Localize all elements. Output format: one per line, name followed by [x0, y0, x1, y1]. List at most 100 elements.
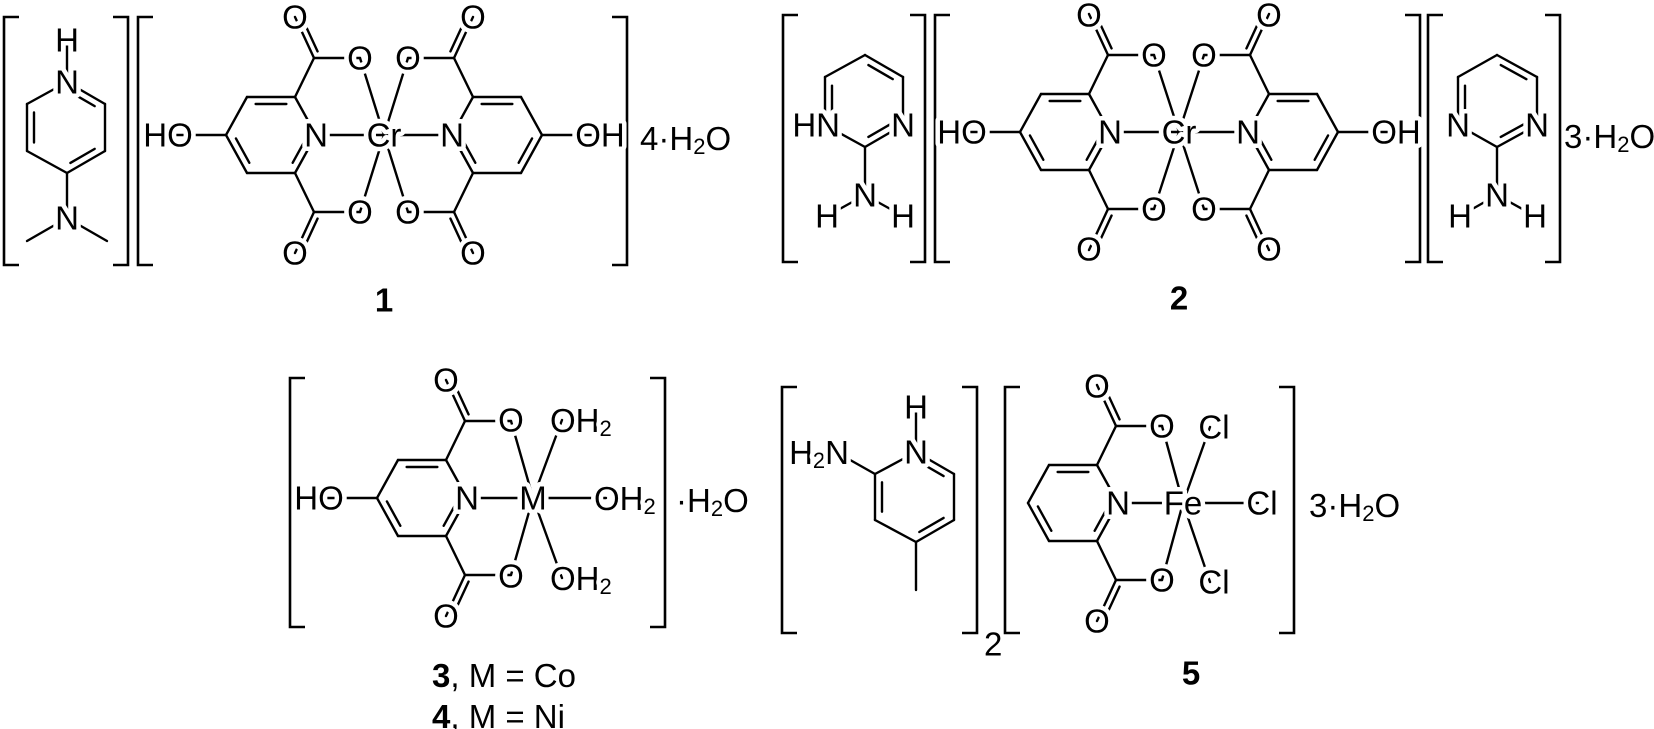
- ring-bond: [224, 133, 249, 175]
- ring-bond: [25, 80, 69, 106]
- solvate-water: 3·H2O: [1564, 118, 1654, 157]
- ring-bond: [375, 496, 400, 538]
- ring-bond: [914, 518, 956, 544]
- ring-bond: [444, 458, 469, 500]
- atom-nh2: H2N: [789, 434, 849, 473]
- carbonyl-bond: [1248, 12, 1271, 57]
- atom-n-amine: N: [1485, 177, 1509, 214]
- bond: [834, 450, 877, 476]
- atom-o-carbonyl: O: [1256, 0, 1282, 34]
- atom-ho: HO: [294, 480, 344, 517]
- ring-double-bond: [918, 516, 945, 534]
- ring-bond: [519, 133, 544, 175]
- carbonyl-double-bond: [1245, 10, 1265, 50]
- bond: [452, 56, 475, 99]
- ring-double-bond: [867, 63, 894, 81]
- ring-double-bond: [1085, 134, 1102, 161]
- ring-bond: [1026, 501, 1051, 543]
- atom-oh2: OH2: [594, 480, 656, 519]
- carbonyl-double-bond: [1101, 585, 1121, 625]
- bond: [452, 171, 475, 214]
- atom-o-carbonyl: O: [282, 0, 308, 36]
- bracket-right: [612, 15, 629, 267]
- atom-oh: OH: [1371, 114, 1421, 151]
- carbonyl-double-bond: [450, 580, 470, 620]
- atom-n: N: [1446, 107, 1470, 144]
- ring-bond: [65, 149, 107, 175]
- atom-h: H: [1523, 198, 1547, 235]
- atom-o-carbonyl: O: [460, 235, 486, 272]
- bracket-right: [1279, 385, 1296, 635]
- atom-o: O: [498, 558, 524, 595]
- ring-bond: [293, 133, 318, 175]
- compound-label: 5: [1182, 655, 1200, 692]
- bracket-left: [933, 13, 950, 264]
- compound-5: H N H2N 2 N Fe O O O O Cl Cl Cl 3·H2O 5: [785, 363, 1401, 692]
- bracket-right: [910, 13, 927, 264]
- bracket-right: [962, 385, 979, 635]
- ring-bond: [873, 518, 918, 544]
- ring-bond: [450, 95, 475, 137]
- carbonyl-double-bond: [1245, 214, 1265, 254]
- n-h-bond: [1495, 193, 1537, 218]
- cation-count: 2: [984, 626, 1002, 663]
- ring-bond: [1026, 463, 1051, 505]
- n-h-bond: [863, 193, 905, 218]
- atom-o-carbonyl: O: [1256, 231, 1282, 268]
- atom-o-carbonyl: O: [1084, 368, 1110, 405]
- ring-double-bond: [867, 121, 894, 139]
- ring-double-bond: [1256, 134, 1273, 161]
- atom-o-carbonyl: O: [282, 235, 308, 272]
- metal-o-bond: [509, 419, 535, 500]
- metal-o-bond: [1177, 130, 1206, 211]
- metal-o-bond: [1152, 53, 1181, 134]
- bracket-right: [113, 15, 130, 267]
- ring-bond: [1315, 130, 1340, 172]
- bond: [1087, 168, 1110, 211]
- ring-bond: [1087, 92, 1112, 134]
- atom-nh: HN: [792, 107, 840, 144]
- ring-double-bond: [69, 147, 96, 165]
- atom-o: O: [347, 194, 373, 231]
- carbonyl-bond: [1087, 12, 1110, 57]
- bracket-left: [288, 376, 305, 629]
- atom-o-carbonyl: O: [1076, 0, 1102, 34]
- carbonyl-double-bond: [450, 376, 470, 416]
- carbonyl-bond: [452, 15, 475, 60]
- compound-label-3: 3, M = Co: [432, 657, 576, 694]
- atom-n-amine: N: [853, 177, 877, 214]
- ring-bond: [65, 80, 107, 106]
- atom-ho: HO: [143, 117, 193, 154]
- compound-label: 1: [375, 282, 393, 319]
- bracket-right: [1405, 13, 1422, 264]
- bond: [293, 56, 316, 99]
- fe-cl-bond: [1181, 501, 1212, 584]
- ring-double-bond: [69, 90, 96, 108]
- methyl-bond: [65, 216, 109, 243]
- atom-n: N: [455, 480, 479, 517]
- n-h-bond: [825, 193, 867, 218]
- ring-bond: [914, 450, 956, 476]
- solvate-water: ·H2O: [676, 482, 749, 521]
- metal-o-bond: [358, 56, 386, 137]
- atom-metal-m: M: [519, 480, 547, 517]
- atom-o-carbonyl: O: [433, 598, 459, 635]
- atom-o: O: [498, 402, 524, 439]
- ring-bond: [25, 149, 69, 175]
- atom-h: H: [815, 198, 839, 235]
- atom-h: H: [55, 22, 79, 59]
- carbonyl-double-bond: [299, 217, 319, 257]
- ring-bond: [375, 458, 400, 500]
- atom-o-carbonyl: O: [433, 362, 459, 399]
- bracket-left: [1426, 13, 1443, 264]
- atom-cl: Cl: [1198, 409, 1229, 446]
- atom-o: O: [1141, 37, 1167, 74]
- atom-n-ring: N: [55, 64, 79, 101]
- ring-double-bond: [442, 500, 459, 527]
- atom-oh2: OH2: [550, 560, 612, 599]
- carbonyl-bond: [444, 378, 467, 423]
- atom-cl: Cl: [1246, 485, 1277, 522]
- carbonyl-double-bond: [449, 13, 469, 53]
